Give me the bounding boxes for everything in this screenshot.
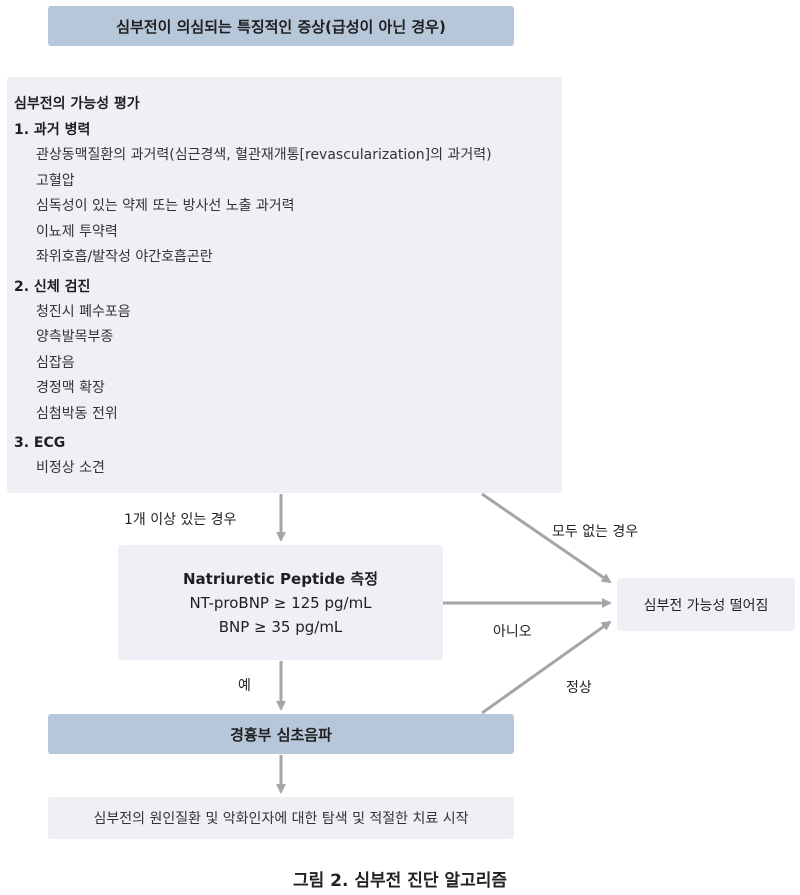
label-yes: 예	[238, 678, 251, 694]
arrow-eval-to-low	[481, 492, 612, 584]
label-none: 모두 없는 경우	[552, 524, 639, 540]
arrow-echo-to-low	[481, 620, 612, 715]
label-one-or-more: 1개 이상 있는 경우	[124, 512, 237, 528]
label-no: 아니오	[493, 624, 532, 640]
history-section: 1. 과거 병력 관상동맥질환의 과거력(심근경색, 혈관재개통[revascu…	[14, 118, 562, 271]
list-item: 청진시 폐수포음	[36, 303, 131, 320]
treatment-box: 심부전의 원인질환 및 악화인자에 대한 탐색 및 적절한 치료 시작	[48, 797, 514, 839]
ecg-section: 3. ECG 비정상 소견	[14, 431, 562, 482]
echocardiography-box: 경흉부 심초음파	[48, 714, 514, 754]
list-item: 이뇨제 투약력	[36, 223, 118, 240]
low-probability-box: 심부전 가능성 떨어짐	[617, 578, 795, 631]
natriuretic-peptide-box: Natriuretic Peptide 측정 NT-proBNP ≥ 125 p…	[118, 545, 443, 660]
np-bnp: BNP ≥ 35 pg/mL	[218, 617, 343, 636]
symptom-box-text: 심부전이 의심되는 특징적인 증상(급성이 아닌 경우)	[116, 17, 446, 36]
list-item: 좌위호흡/발작성 야간호흡곤란	[36, 249, 213, 265]
list-item: 경정맥 확장	[36, 380, 105, 396]
section-title: 2. 신체 검진	[14, 278, 91, 295]
treatment-text: 심부전의 원인질환 및 악화인자에 대한 탐색 및 적절한 치료 시작	[93, 811, 469, 827]
section-title: 1. 과거 병력	[14, 122, 91, 138]
low-probability-text: 심부전 가능성 떨어짐	[643, 597, 769, 614]
exam-section: 2. 신체 검진 청진시 폐수포음 양측발목부종 심잡음 경정맥 확장 심첨박동…	[14, 275, 562, 428]
evaluation-box: 심부전의 가능성 평가 1. 과거 병력 관상동맥질환의 과거력(심근경색, 혈…	[7, 77, 562, 493]
echocardiography-text: 경흉부 심초음파	[230, 725, 332, 744]
section-title: 3. ECG	[14, 435, 66, 451]
list-item: 비정상 소견	[36, 460, 105, 476]
list-item: 심독성이 있는 약제 또는 방사선 노출 과거력	[36, 198, 295, 214]
symptom-box: 심부전이 의심되는 특징적인 증상(급성이 아닌 경우)	[48, 6, 514, 46]
evaluation-title: 심부전의 가능성 평가	[14, 96, 140, 112]
list-item: 심첨박동 전위	[36, 405, 118, 422]
list-item: 고혈압	[36, 172, 75, 189]
np-ntprobnp: NT-proBNP ≥ 125 pg/mL	[189, 593, 372, 612]
label-normal: 정상	[566, 680, 592, 696]
list-item: 관상동맥질환의 과거력(심근경색, 혈관재개통[revascularizatio…	[36, 147, 492, 163]
np-title: Natriuretic Peptide 측정	[182, 569, 378, 588]
list-item: 양측발목부종	[36, 329, 114, 345]
figure-caption: 그림 2. 심부전 진단 알고리즘	[292, 871, 507, 891]
list-item: 심잡음	[36, 354, 75, 371]
